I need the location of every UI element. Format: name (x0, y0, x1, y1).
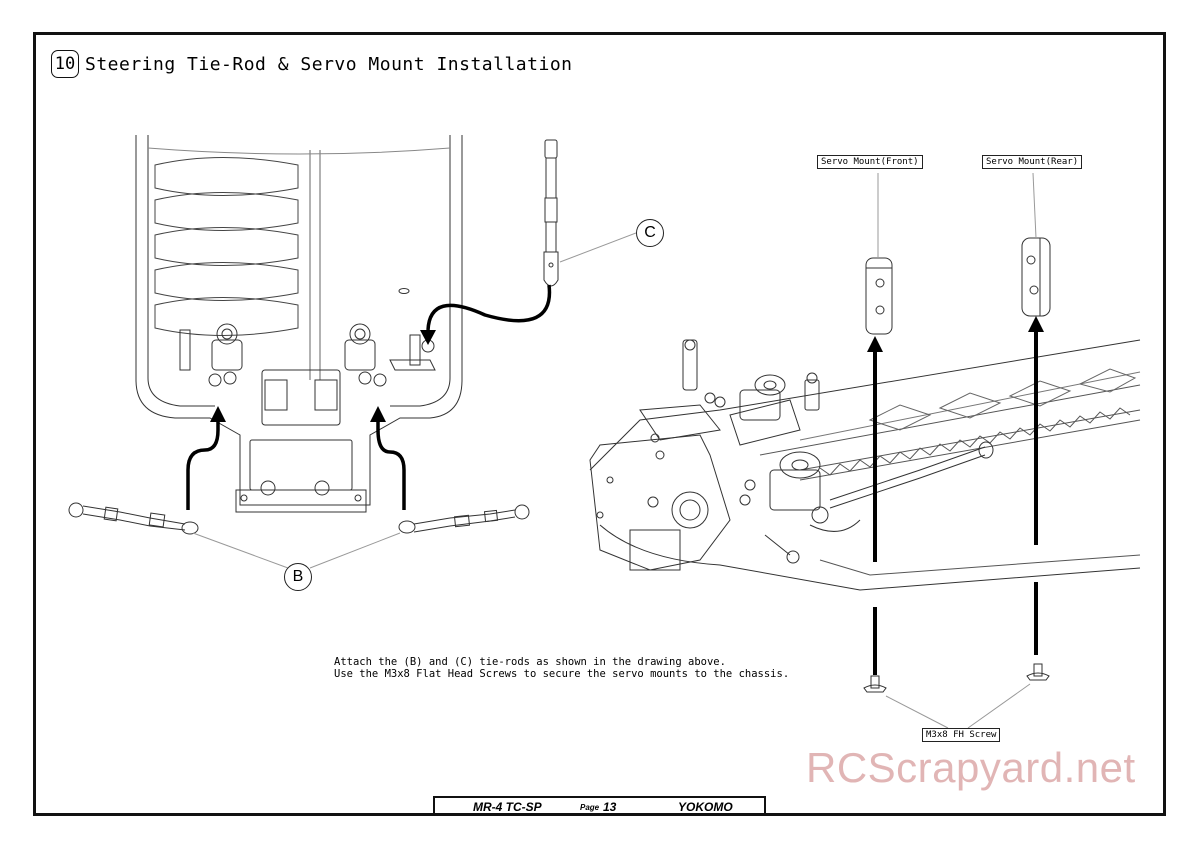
footer-page-label: Page (580, 803, 600, 812)
label-c: C (636, 219, 664, 247)
label-servo-mount-rear: Servo Mount(Rear) (982, 155, 1083, 169)
instruction-line: Attach the (B) and (C) tie-rods as shown… (334, 656, 726, 668)
footer-model: MR-4 TC-SP (473, 800, 542, 814)
step-heading: 10 Steering Tie-Rod & Servo Mount Instal… (51, 50, 573, 78)
steering-assembly-perspective (704, 372, 994, 564)
tie-rod-b-right (398, 504, 530, 534)
tie-rod-c (543, 139, 559, 287)
install-arrows-right (873, 330, 1038, 675)
servo-mount-front (865, 257, 893, 335)
footer-brand: YOKOMO (678, 800, 733, 814)
tie-rod-b-left (68, 502, 199, 535)
page-frame (33, 32, 1166, 816)
belt (799, 407, 1141, 481)
chassis-top-view (68, 135, 637, 569)
label-b: B (284, 563, 312, 591)
instruction-line: Use the M3x8 Flat Head Screws to secure … (334, 668, 790, 680)
step-title: Steering Tie-Rod & Servo Mount Installat… (85, 53, 573, 75)
label-servo-mount-front: Servo Mount(Front) (817, 155, 923, 169)
servo-mount-rear (1021, 237, 1051, 317)
m3x8-screws (863, 663, 1050, 693)
instructions: Attach the (B) and (C) tie-rods as shown… (334, 656, 789, 680)
battery-cells (154, 157, 299, 336)
step-number: 10 (51, 50, 79, 78)
page-footer: MR-4 TC-SP Page 13 YOKOMO (433, 796, 766, 816)
front-bulkhead (589, 339, 731, 571)
watermark: RCScrapyard.net (806, 744, 1136, 791)
footer-page-number: 13 (603, 800, 617, 814)
chassis-perspective-view (589, 172, 1141, 729)
label-m3x8-screw: M3x8 FH Screw (922, 728, 1001, 742)
install-arrows-left (186, 284, 552, 510)
steering-assembly-top (179, 323, 436, 513)
